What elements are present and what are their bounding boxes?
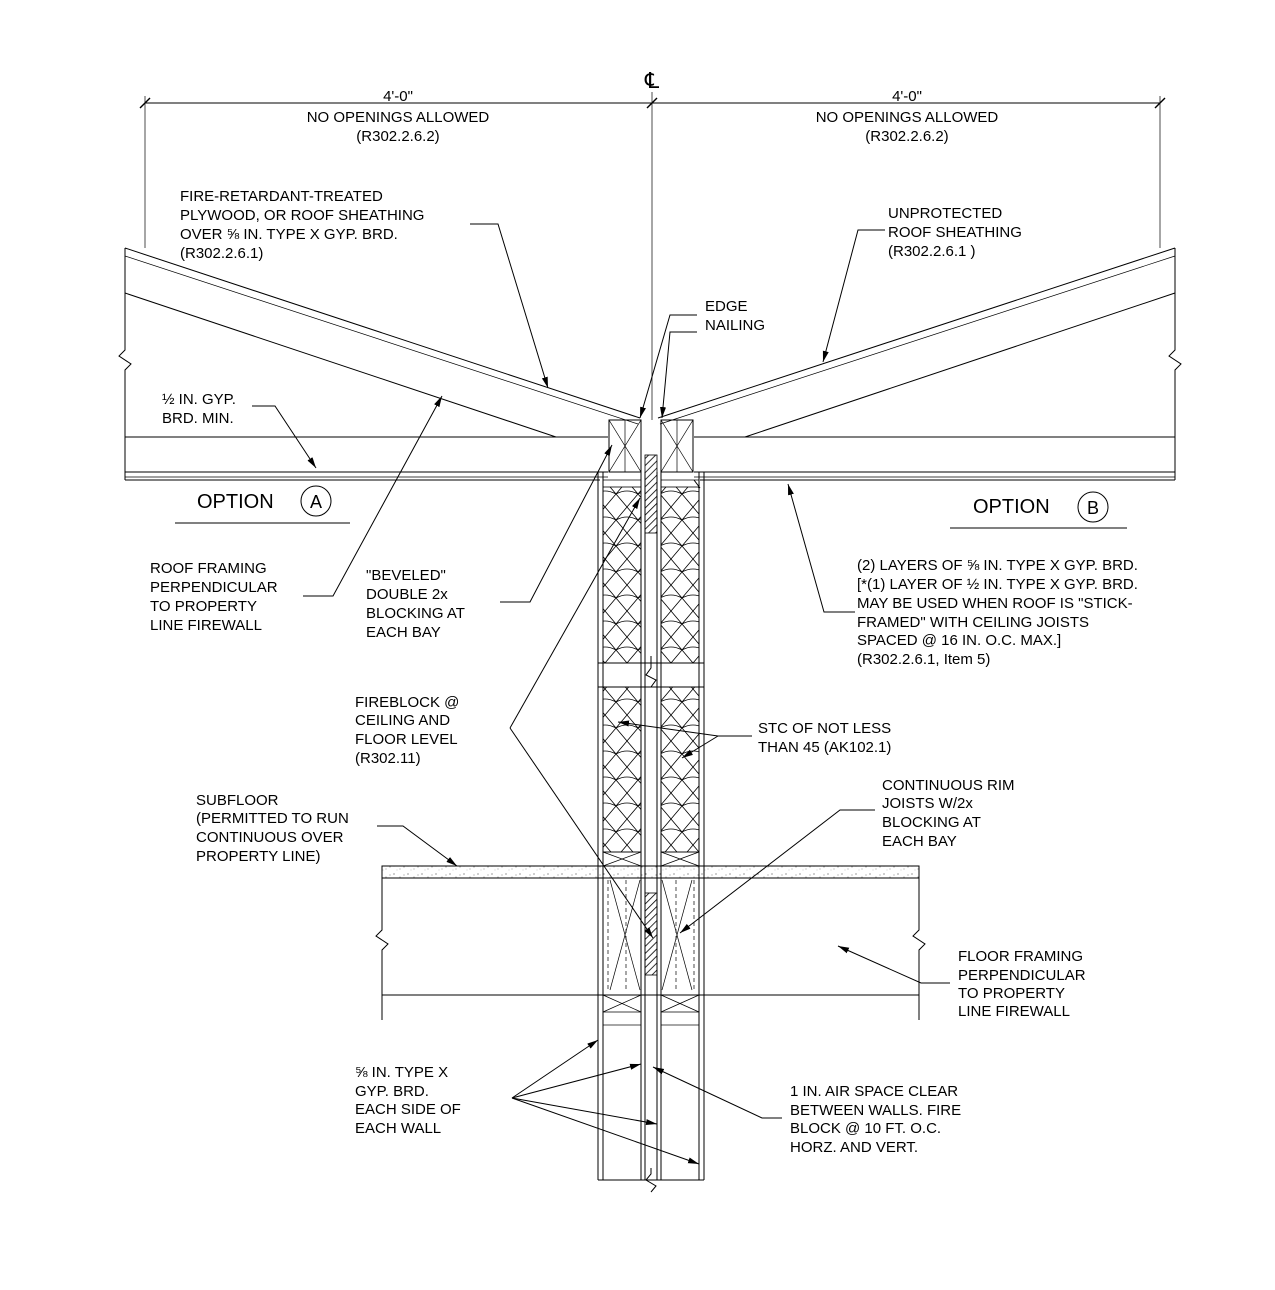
svg-text:BLOCK @ 10 FT. O.C.: BLOCK @ 10 FT. O.C.: [790, 1120, 941, 1137]
svg-text:1 IN. AIR SPACE CLEAR: 1 IN. AIR SPACE CLEAR: [790, 1083, 958, 1100]
svg-text:SPACED @ 16 IN. O.C. MAX.]: SPACED @ 16 IN. O.C. MAX.]: [857, 632, 1061, 649]
svg-text:(R302.2.6.1 ): (R302.2.6.1 ): [888, 243, 976, 260]
option-b-label: OPTION: [973, 496, 1050, 518]
centerline-symbol: ℄: [644, 68, 660, 93]
svg-text:FRAMED" WITH CEILING JOISTS: FRAMED" WITH CEILING JOISTS: [857, 614, 1089, 631]
svg-text:LINE FIREWALL: LINE FIREWALL: [150, 617, 262, 634]
svg-text:CONTINUOUS RIM: CONTINUOUS RIM: [882, 777, 1015, 794]
svg-text:(PERMITTED TO RUN: (PERMITTED TO RUN: [196, 810, 349, 827]
svg-text:FIREBLOCK @: FIREBLOCK @: [355, 694, 459, 711]
svg-text:PERPENDICULAR: PERPENDICULAR: [150, 579, 278, 596]
svg-text:GYP. BRD.: GYP. BRD.: [355, 1083, 429, 1100]
svg-text:EDGE: EDGE: [705, 298, 748, 315]
svg-text:(2) LAYERS OF ⅝ IN. TYPE X GYP: (2) LAYERS OF ⅝ IN. TYPE X GYP. BRD.: [857, 557, 1138, 574]
svg-text:FLOOR LEVEL: FLOOR LEVEL: [355, 731, 458, 748]
left-dimension: 4'-0": [383, 88, 413, 105]
svg-text:TO PROPERTY: TO PROPERTY: [150, 598, 257, 615]
label-gyp-each-side: ⅝ IN. TYPE X GYP. BRD. EACH SIDE OF EACH…: [355, 1064, 461, 1137]
svg-text:JOISTS W/2x: JOISTS W/2x: [882, 795, 973, 812]
svg-text:ROOF FRAMING: ROOF FRAMING: [150, 560, 267, 577]
label-air-space: 1 IN. AIR SPACE CLEAR BETWEEN WALLS. FIR…: [790, 1083, 961, 1156]
svg-text:(R302.11): (R302.11): [355, 750, 421, 767]
svg-text:CEILING AND: CEILING AND: [355, 712, 450, 729]
option-a-mark: A: [310, 492, 322, 512]
svg-text:BRD. MIN.: BRD. MIN.: [162, 410, 234, 427]
svg-text:FIRE-RETARDANT-TREATED: FIRE-RETARDANT-TREATED: [180, 188, 383, 205]
roof-assembly: [118, 247, 1182, 489]
svg-text:SUBFLOOR: SUBFLOOR: [196, 792, 279, 809]
option-b-mark: B: [1087, 498, 1099, 518]
svg-text:EACH BAY: EACH BAY: [882, 833, 957, 850]
option-a-circle: [300, 485, 332, 517]
svg-text:OVER ⅝ IN. TYPE X GYP. BRD.: OVER ⅝ IN. TYPE X GYP. BRD.: [180, 226, 398, 243]
left-no-openings: NO OPENINGS ALLOWED: [307, 109, 490, 126]
svg-text:STC OF NOT LESS: STC OF NOT LESS: [758, 720, 891, 737]
right-dimension: 4'-0": [892, 88, 922, 105]
svg-text:BLOCKING AT: BLOCKING AT: [882, 814, 981, 831]
right-code-ref: (R302.2.6.2): [865, 128, 948, 145]
svg-text:FLOOR FRAMING: FLOOR FRAMING: [958, 948, 1083, 965]
label-edge-nailing: EDGE NAILING: [705, 298, 765, 334]
svg-text:NAILING: NAILING: [705, 317, 765, 334]
svg-text:ROOF SHEATHING: ROOF SHEATHING: [888, 224, 1022, 241]
svg-text:DOUBLE 2x: DOUBLE 2x: [366, 586, 448, 603]
svg-text:MAY BE USED WHEN ROOF IS "STIC: MAY BE USED WHEN ROOF IS "STICK-: [857, 595, 1133, 612]
svg-text:PROPERTY LINE): PROPERTY LINE): [196, 848, 320, 865]
svg-text:EACH SIDE OF: EACH SIDE OF: [355, 1101, 461, 1118]
svg-text:HORZ. AND VERT.: HORZ. AND VERT.: [790, 1139, 918, 1156]
svg-text:LINE FIREWALL: LINE FIREWALL: [958, 1003, 1070, 1020]
label-beveled-blocking: "BEVELED" DOUBLE 2x BLOCKING AT EACH BAY: [366, 567, 465, 641]
leaders: [252, 223, 950, 1165]
party-walls: [597, 454, 705, 1193]
svg-text:UNPROTECTED: UNPROTECTED: [888, 205, 1002, 222]
svg-text:BETWEEN WALLS. FIRE: BETWEEN WALLS. FIRE: [790, 1102, 961, 1119]
right-no-openings: NO OPENINGS ALLOWED: [816, 109, 999, 126]
dimension-lines: [139, 92, 1166, 420]
label-fireblock: FIREBLOCK @ CEILING AND FLOOR LEVEL (R30…: [355, 694, 459, 767]
label-two-layers: (2) LAYERS OF ⅝ IN. TYPE X GYP. BRD. [*(…: [857, 557, 1138, 668]
label-subfloor: SUBFLOOR (PERMITTED TO RUN CONTINUOUS OV…: [196, 792, 349, 865]
svg-text:BLOCKING AT: BLOCKING AT: [366, 605, 465, 622]
left-code-ref: (R302.2.6.2): [356, 128, 439, 145]
label-floor-framing: FLOOR FRAMING PERPENDICULAR TO PROPERTY …: [958, 948, 1086, 1020]
option-b-circle: [1077, 491, 1109, 523]
option-a-label: OPTION: [197, 491, 274, 513]
svg-text:EACH BAY: EACH BAY: [366, 624, 441, 641]
svg-text:[*(1) LAYER OF ½ IN. TYPE X GY: [*(1) LAYER OF ½ IN. TYPE X GYP. BRD.: [857, 576, 1138, 593]
svg-text:PERPENDICULAR: PERPENDICULAR: [958, 967, 1086, 984]
floor-assembly: [375, 865, 926, 1020]
svg-text:TO PROPERTY: TO PROPERTY: [958, 985, 1065, 1002]
label-half-gyp: ½ IN. GYP. BRD. MIN.: [162, 391, 236, 427]
svg-text:(R302.2.6.1): (R302.2.6.1): [180, 245, 263, 262]
label-stc: STC OF NOT LESS THAN 45 (AK102.1): [758, 720, 891, 756]
svg-text:EACH WALL: EACH WALL: [355, 1120, 441, 1137]
svg-text:⅝ IN. TYPE X: ⅝ IN. TYPE X: [355, 1064, 448, 1081]
svg-text:CONTINUOUS OVER: CONTINUOUS OVER: [196, 829, 344, 846]
svg-text:PLYWOOD, OR ROOF SHEATHING: PLYWOOD, OR ROOF SHEATHING: [180, 207, 424, 224]
label-roof-framing: ROOF FRAMING PERPENDICULAR TO PROPERTY L…: [150, 560, 278, 634]
label-fire-retardant: FIRE-RETARDANT-TREATED PLYWOOD, OR ROOF …: [180, 188, 424, 262]
svg-text:½ IN. GYP.: ½ IN. GYP.: [162, 391, 236, 408]
svg-text:(R302.2.6.1, Item 5): (R302.2.6.1, Item 5): [857, 651, 990, 668]
label-unprotected: UNPROTECTED ROOF SHEATHING (R302.2.6.1 ): [888, 205, 1022, 260]
svg-text:"BEVELED": "BEVELED": [366, 567, 446, 584]
svg-text:THAN 45 (AK102.1): THAN 45 (AK102.1): [758, 739, 891, 756]
label-rim-joists: CONTINUOUS RIM JOISTS W/2x BLOCKING AT E…: [882, 777, 1015, 850]
